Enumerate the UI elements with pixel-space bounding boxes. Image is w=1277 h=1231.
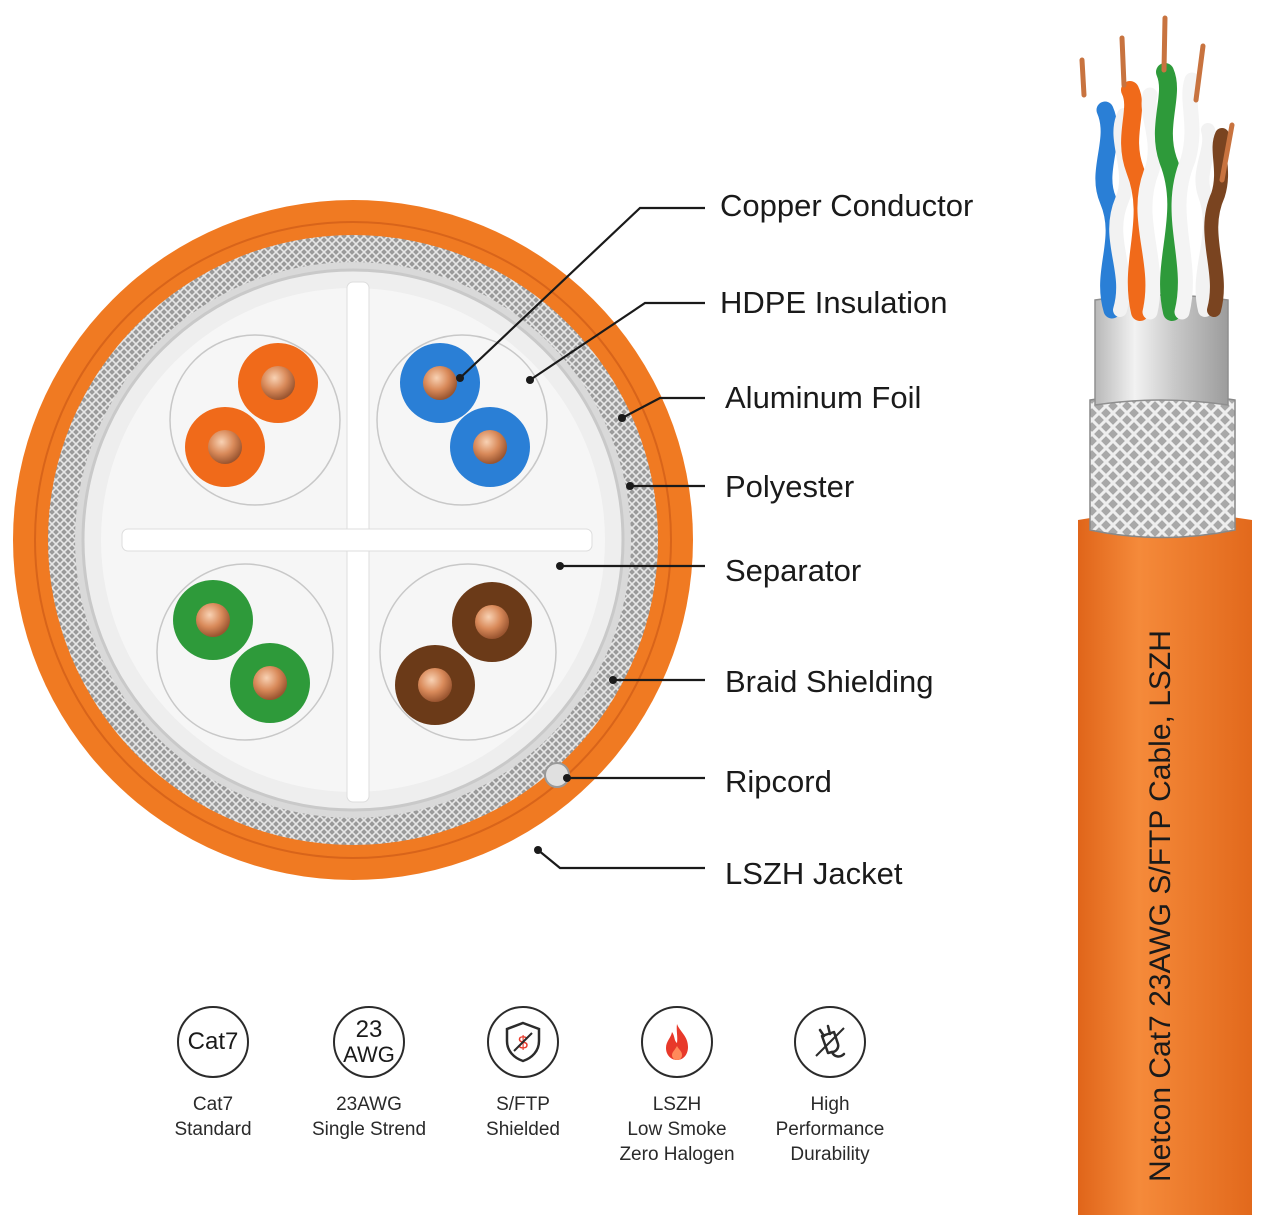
label-separator: Separator: [725, 553, 861, 588]
label-aluminum-foil: Aluminum Foil: [725, 380, 921, 415]
cross-section: [13, 200, 693, 880]
badge-sftp: $ S/FTP Shielded: [443, 1006, 603, 1142]
badge-caption: Cat7 Standard: [174, 1094, 252, 1140]
green-pair: [173, 580, 310, 723]
brown-pair: [395, 582, 532, 725]
badge-caption: High Performance Durability: [775, 1094, 885, 1165]
flame-icon: [641, 1006, 713, 1078]
badge-23awg: 23 AWG 23AWG Single Strend: [289, 1006, 449, 1142]
badge-caption: S/FTP Shielded: [486, 1094, 560, 1140]
badge-caption: 23AWG Single Strend: [311, 1094, 427, 1140]
label-copper-conductor: Copper Conductor: [720, 188, 973, 223]
badge-caption: LSZH Low Smoke Zero Halogen: [619, 1094, 735, 1165]
awg-icon: 23 AWG: [333, 1006, 405, 1078]
plug-icon: [794, 1006, 866, 1078]
shield-icon: $: [487, 1006, 559, 1078]
cable-print-text: Netcon Cat7 23AWG S/FTP Cable, LSZH: [1144, 630, 1177, 1182]
cable-braid: [1089, 393, 1236, 539]
label-braid-shielding: Braid Shielding: [725, 664, 934, 699]
label-ripcord: Ripcord: [725, 764, 832, 799]
separator: [121, 281, 593, 803]
badge-durability: High Performance Durability: [750, 1006, 910, 1167]
cat7-icon: Cat7: [177, 1006, 249, 1078]
cable-jacket: [1078, 512, 1252, 1215]
label-hdpe-insulation: HDPE Insulation: [720, 285, 947, 320]
badge-lszh: LSZH Low Smoke Zero Halogen: [597, 1006, 757, 1167]
label-lszh-jacket: LSZH Jacket: [725, 856, 903, 891]
blue-pair: [400, 343, 530, 487]
label-polyester: Polyester: [725, 469, 854, 504]
orange-pair: [185, 343, 318, 487]
leader-lines: [459, 206, 705, 870]
cable-side-view: Netcon Cat7 23AWG S/FTP Cable, LSZH: [1078, 15, 1252, 1215]
badge-cat7: Cat7 Cat7 Standard: [133, 1006, 293, 1142]
twisted-pairs: [1079, 15, 1235, 321]
